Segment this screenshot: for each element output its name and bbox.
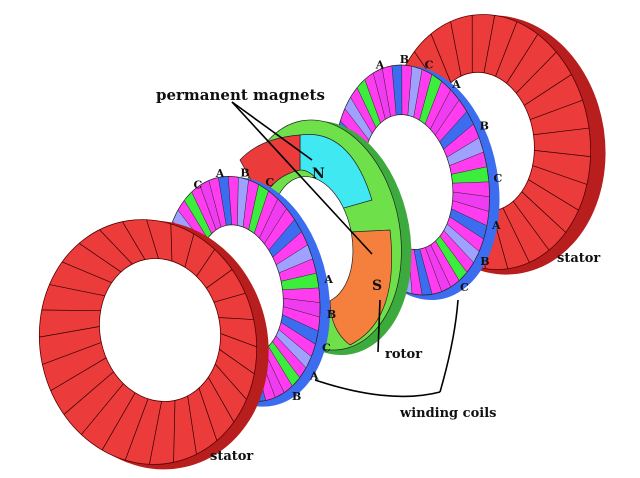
stator-tooth-edge [173,400,176,463]
stator-tooth-edge [213,292,246,303]
stator-tooth-edge [483,15,496,73]
stator-tooth-edge [532,165,588,185]
stator-tooth-edge [170,223,173,262]
stator-tooth-edge [523,74,572,106]
stator-tooth-edge [198,387,218,441]
coil-phase-label: A [375,58,385,71]
stator-tooth-edge [101,392,136,451]
stator-tooth-edge [81,383,124,435]
stator-tooth-edge [528,179,579,211]
coil-phase-label: A [309,370,319,383]
coil-phase-label: B [327,308,336,321]
stator-tooth-edge [41,309,101,312]
stator-tooth-edge [515,51,557,94]
stator-tooth-edge [49,284,105,297]
permanent-magnets-label: permanent magnets [156,86,325,104]
stator-tooth-edge [184,233,195,268]
stator-tooth-edge [512,201,550,251]
stator-tooth-edge [50,357,107,391]
stator-tooth-edge [219,349,255,375]
stator-tooth-edge [196,249,215,277]
stator-tooth-edge [450,21,462,77]
stator-tooth-edge [533,127,590,136]
coil-phase-label: B [240,166,249,179]
stator-tooth-edge [187,395,197,455]
stator-tooth-edge [99,229,133,265]
permanent-magnet-n [299,134,373,213]
stator-tooth-edge [122,221,146,260]
coil-phase-label: A [215,167,225,180]
coil-phase-label: C [493,172,502,185]
pole-s-label: S [372,278,382,294]
coil-phase-label: B [480,255,489,268]
stator-tooth-edge [149,401,162,465]
stator-tooth-edge [78,243,122,273]
stator-tooth-edge [62,261,112,284]
stator-right-label: stator [557,251,600,266]
stator-tooth-edge [124,398,149,461]
stator-tooth-edge [506,34,539,84]
coil-phase-label: A [491,219,501,232]
stator-tooth-edge [495,21,518,77]
stator-tooth-edge [214,363,247,400]
coil-phase-label: C [425,59,434,72]
stator-tooth-edge [206,269,233,289]
coil-phase-label: C [193,178,202,191]
coil-phase-label: B [400,53,409,66]
coil-phase-label: B [292,390,301,403]
stator-tooth-edge [207,377,235,423]
rotor-label: rotor [385,347,422,362]
stator-tooth-edge [521,191,566,233]
coil-phase-label: C [322,341,331,354]
stator-tooth-edge [218,317,254,320]
stator-tooth-edge [63,371,114,415]
stator-left-label: stator [210,449,253,464]
stator-tooth-edge [502,207,530,263]
stator-tooth-edge [529,99,583,120]
coil-phase-label: A [451,78,461,91]
stator-left [38,219,269,470]
stator-tooth-edge [42,342,102,365]
stator-tooth-edge [146,219,159,259]
stator-tooth-edge [430,33,452,83]
coil-phase-label: C [460,281,469,294]
winding-coils-label: winding coils [399,406,496,421]
leader-lines [231,101,459,398]
stator-tooth-edge [220,333,257,348]
coil-phase-label: C [265,176,274,189]
coil-phase-label: B [480,119,489,132]
coil-phase-label: A [323,273,333,286]
stator-tooth-edge [39,326,100,338]
stator-tooth-edge [534,150,591,157]
pole-n-label: N [312,166,325,182]
